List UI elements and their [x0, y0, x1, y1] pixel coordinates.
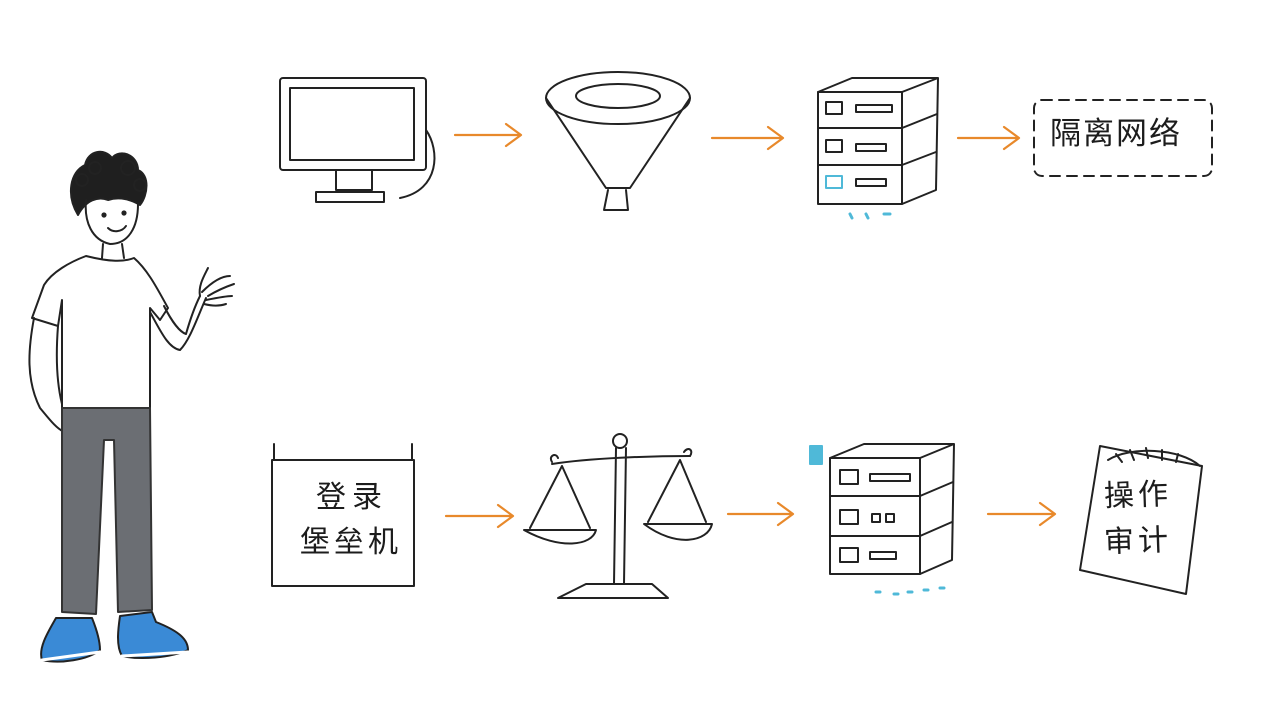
flow-arrow: [956, 125, 1021, 151]
operation-audit-label-line1: 操作: [1103, 476, 1173, 515]
isolated-network-label: 隔离网络: [1050, 116, 1182, 152]
login-bastion-label-line1: 登录: [316, 480, 388, 515]
isolated-network-box: [1033, 99, 1213, 177]
login-bastion-label-line2: 堡垒机: [300, 525, 402, 560]
computer-monitor-icon: [279, 77, 436, 203]
balance-scale-icon: [523, 433, 713, 599]
document-icon: [1079, 445, 1203, 595]
login-bastion-box: [271, 443, 415, 587]
flow-arrow: [726, 501, 795, 527]
operation-audit-label-line2: 审计: [1103, 522, 1173, 561]
flow-arrow: [444, 503, 515, 529]
flow-arrow: [710, 125, 785, 151]
flow-arrow: [453, 122, 523, 148]
flow-arrow: [986, 501, 1057, 527]
server-rack-icon: [809, 443, 955, 596]
funnel-icon: [545, 71, 691, 211]
presenter-figure: [28, 150, 235, 663]
server-rack-icon: [817, 77, 939, 220]
